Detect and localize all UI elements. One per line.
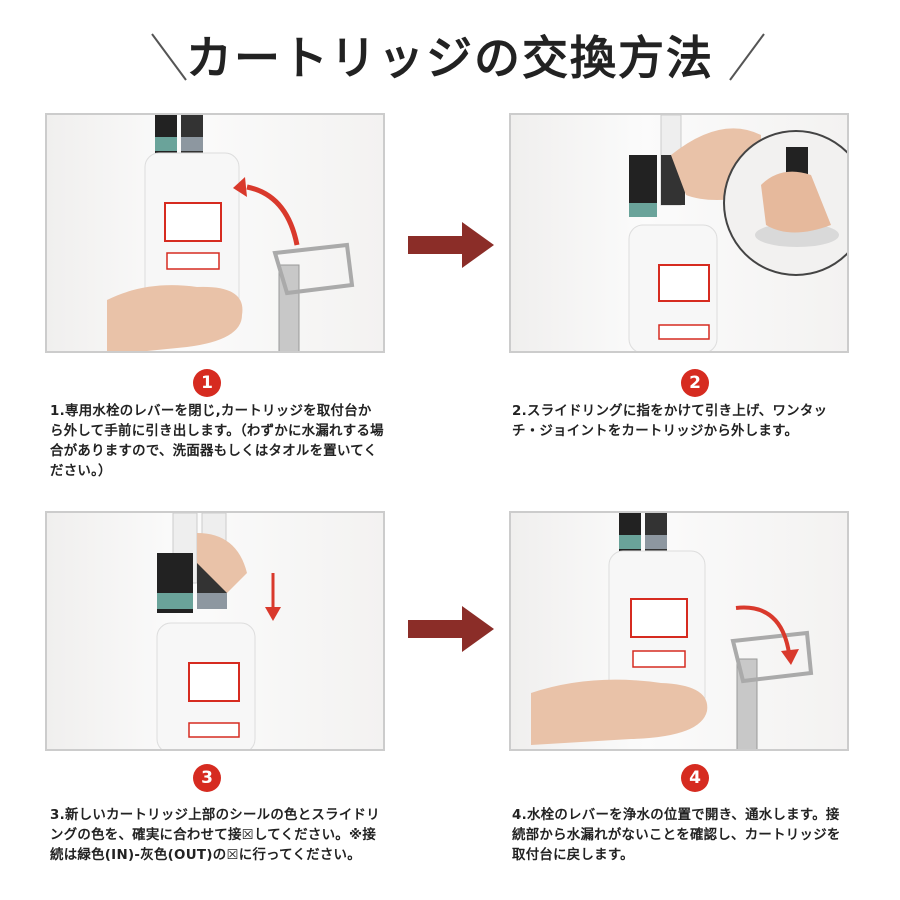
step-3-caption: 3.新しいカートリッジ上部のシールの色とスライドリングの色を、確実に合わせて接☒… bbox=[50, 808, 380, 863]
step-4-caption: 4.水栓のレバーを浄水の位置で開き、通水します。接続部から水漏れがないことを確認… bbox=[512, 808, 841, 863]
step-4-photo bbox=[509, 511, 849, 751]
title-left-slash bbox=[150, 32, 187, 82]
step-arrow-1-to-2 bbox=[408, 220, 494, 270]
step-2-caption: 2.スライドリングに指をかけて引き上げ、ワンタッチ・ジョイントをカートリッジから… bbox=[512, 404, 828, 439]
step-3-photo bbox=[45, 511, 385, 751]
step-1-badge: 1 bbox=[193, 369, 221, 397]
step-1-photo bbox=[45, 113, 385, 353]
title-right-slash bbox=[728, 32, 765, 82]
page-title: カートリッジの交換方法 bbox=[186, 31, 714, 85]
step-2-badge: 2 bbox=[681, 369, 709, 397]
step-1-caption: 1.専用水栓のレバーを閉じ,カートリッジを取付台から外して手前に引き出します。（… bbox=[50, 404, 384, 479]
step-arrow-3-to-4 bbox=[408, 604, 494, 654]
step-3-badge: 3 bbox=[193, 764, 221, 792]
step-4-badge: 4 bbox=[681, 764, 709, 792]
step-2-photo bbox=[509, 113, 849, 353]
